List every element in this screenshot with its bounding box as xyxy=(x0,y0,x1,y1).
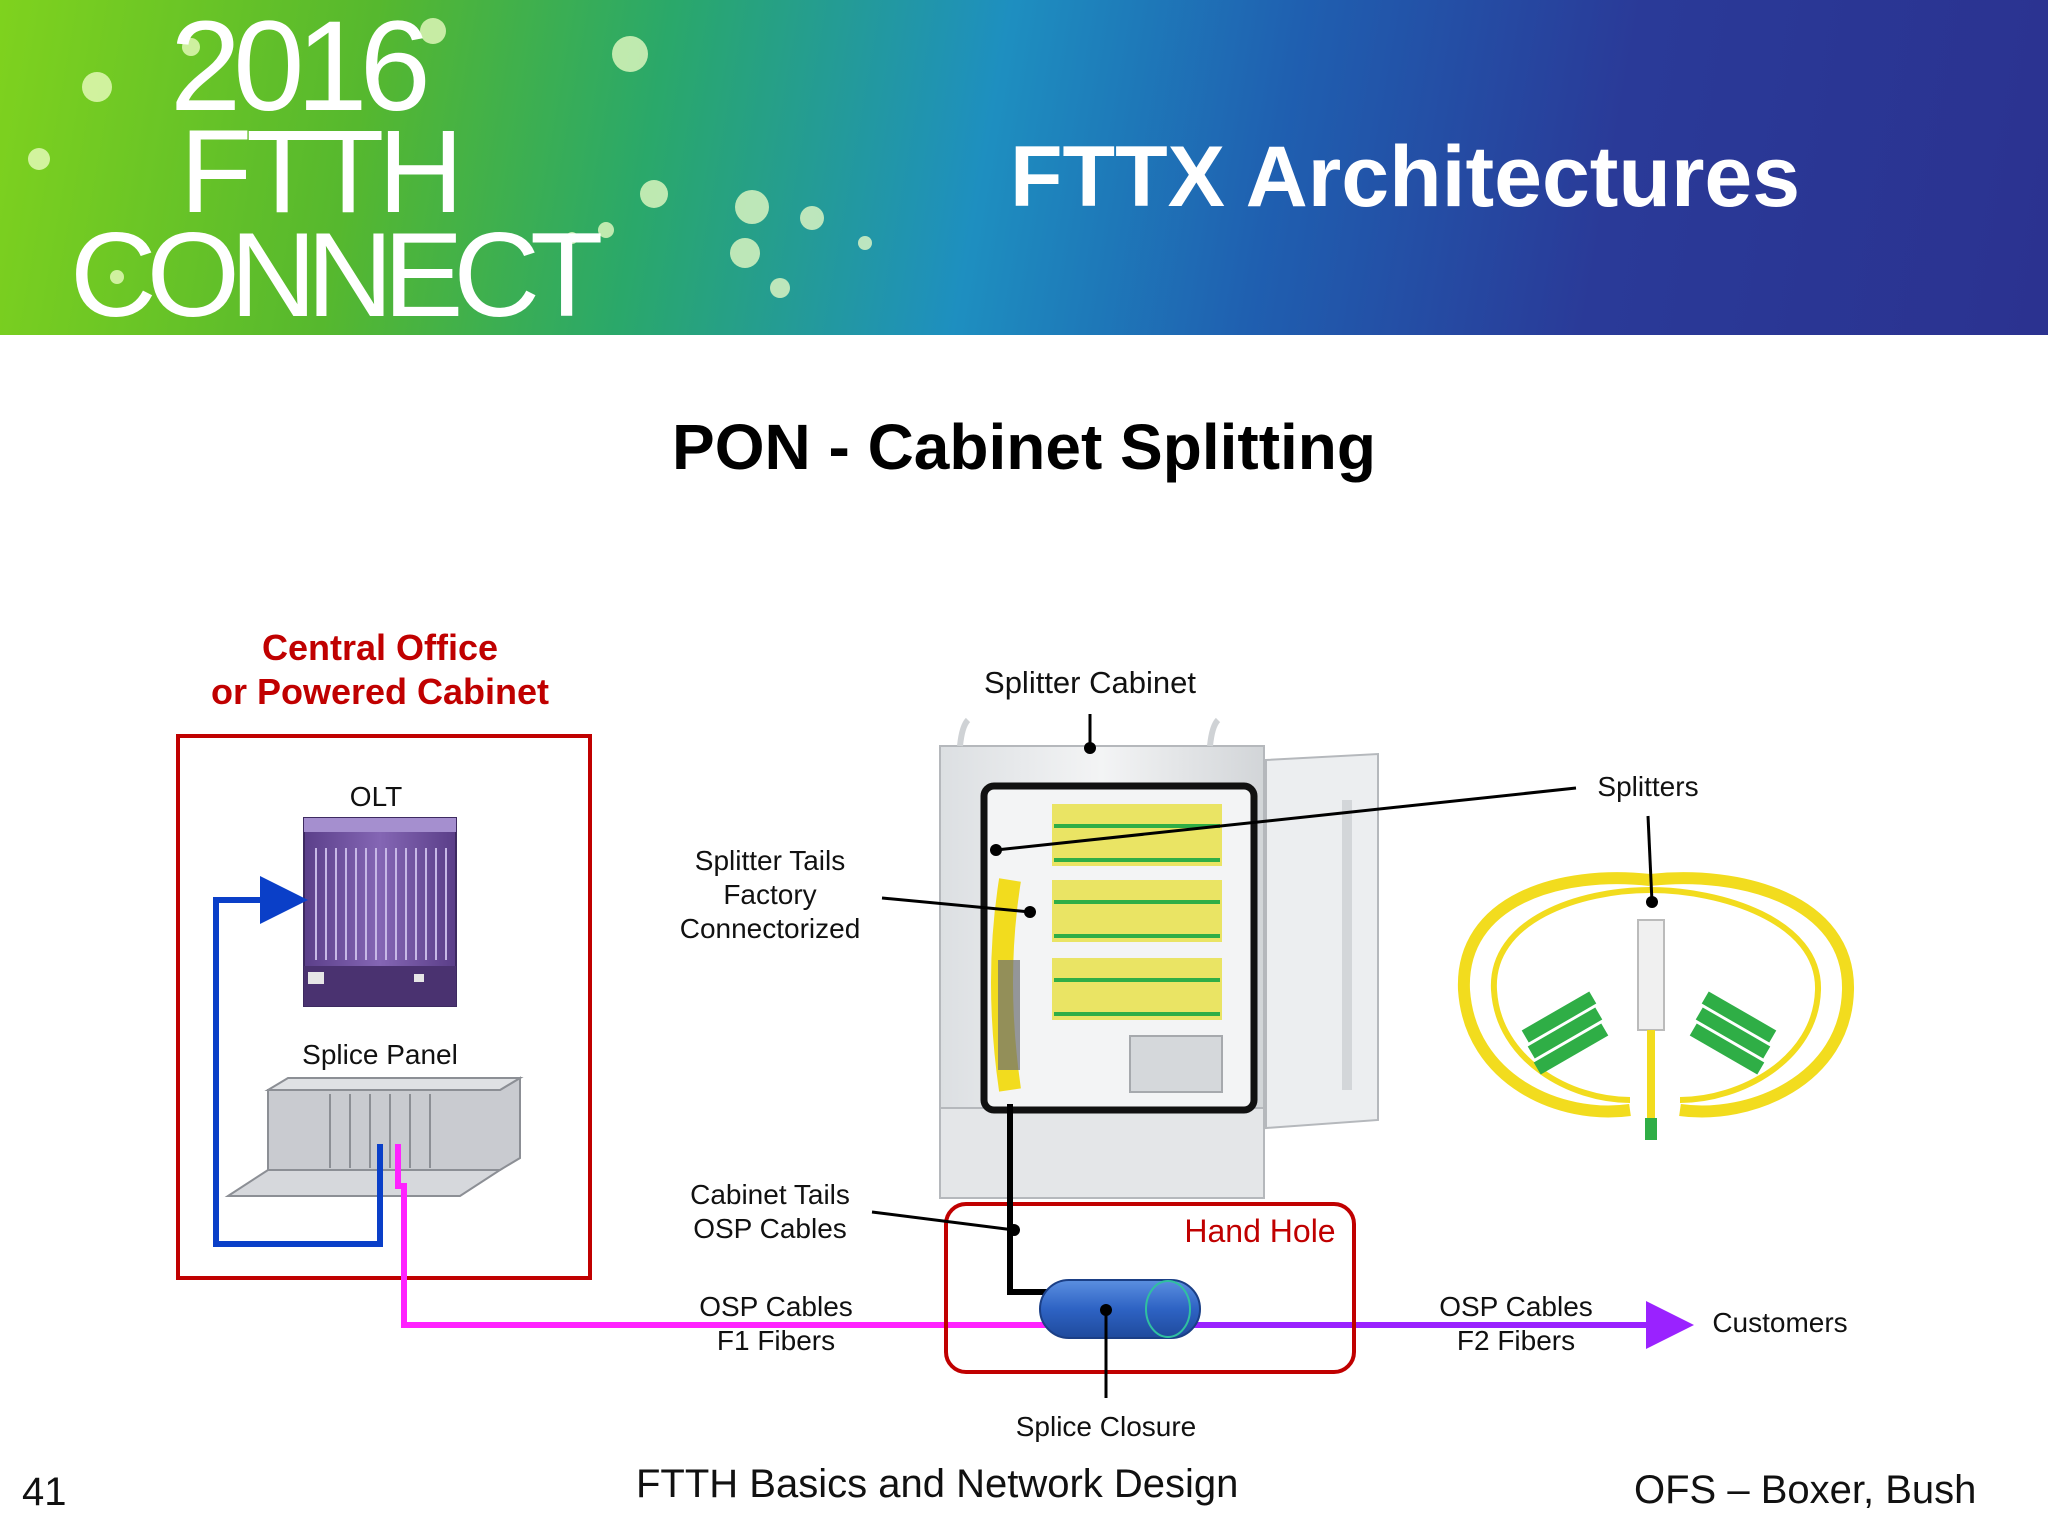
leader-dot xyxy=(990,844,1002,856)
bokeh-light xyxy=(110,270,124,284)
splitter-trays xyxy=(1052,804,1223,1093)
f2-line2: F2 Fibers xyxy=(1456,1325,1576,1357)
splitter-tails-line3: Connectorized xyxy=(679,913,861,945)
bokeh-light xyxy=(735,190,769,224)
splitter-tails-label: Splitter Tails Factory Connectorized xyxy=(660,844,880,946)
splitter-tails-line1: Splitter Tails xyxy=(694,845,846,876)
splice-closure-label: Splice Closure xyxy=(1015,1411,1197,1442)
ftth-connect-logo: 2016 FTTH CONNECT xyxy=(70,0,603,335)
leader-dot xyxy=(1100,1304,1112,1316)
cabinet-tails-line1: Cabinet Tails xyxy=(690,1179,850,1210)
leader-dot xyxy=(1008,1224,1020,1236)
f1-line2: F1 Fibers xyxy=(716,1325,836,1357)
cabinet-tails-label: Cabinet Tails OSP Cables xyxy=(660,1178,880,1246)
central-office-title-line2: or Powered Cabinet xyxy=(210,670,550,712)
bokeh-light xyxy=(612,36,648,72)
bokeh-light xyxy=(566,232,578,244)
splice-panel-device xyxy=(224,1076,524,1197)
f2-line1: OSP Cables xyxy=(1439,1291,1593,1322)
leader-cabinet-tails xyxy=(871,1210,1015,1232)
bokeh-light xyxy=(800,206,824,230)
bokeh-light xyxy=(640,180,668,208)
splitter-cabinet-image xyxy=(939,717,1379,1199)
splitters-image xyxy=(1457,872,1855,1140)
hand-hole-box xyxy=(944,1202,1356,1374)
leader-splitters-to-image xyxy=(1646,815,1654,903)
cabinet-tails-line2: OSP Cables xyxy=(693,1213,847,1245)
splitter-tails-line2: Factory xyxy=(723,879,817,911)
blue-fiber-line xyxy=(213,876,383,1247)
cabinet-tails-line xyxy=(1007,1104,1048,1295)
central-office-title: Central Office or Powered Cabinet xyxy=(178,626,582,714)
bokeh-light xyxy=(770,278,790,298)
leader-dot xyxy=(1646,896,1658,908)
splice-closure xyxy=(1039,1279,1201,1339)
leader-dot xyxy=(1024,906,1036,918)
bokeh-light xyxy=(28,148,50,170)
leader-dot xyxy=(1084,742,1096,754)
leader-splitter-tails xyxy=(881,896,1031,914)
f1-line1: OSP Cables xyxy=(699,1291,853,1322)
hand-hole-label: Hand Hole xyxy=(1184,1213,1336,1249)
bokeh-light xyxy=(730,238,760,268)
customers-label: Customers xyxy=(1712,1307,1848,1338)
leader-lines xyxy=(871,714,1654,1398)
central-office-title-line1: Central Office xyxy=(261,627,499,668)
bokeh-light xyxy=(858,236,872,250)
f2-fibers-label: OSP Cables F2 Fibers xyxy=(1416,1290,1616,1358)
logo-year: 2016 xyxy=(170,0,431,138)
splice-panel-label: Splice Panel xyxy=(302,1039,458,1070)
logo-ftth: FTTH xyxy=(180,106,463,239)
leader-splitters-to-cabinet xyxy=(995,786,1577,852)
banner-title: FTTX Architectures xyxy=(1010,129,1801,225)
slide-title: PON - Cabinet Splitting xyxy=(672,411,1376,483)
f1-fibers-label: OSP Cables F1 Fibers xyxy=(676,1290,876,1358)
olt-device xyxy=(303,817,457,1007)
footer-center-text: FTTH Basics and Network Design xyxy=(636,1462,1239,1506)
bokeh-light xyxy=(182,38,200,56)
bokeh-light xyxy=(420,18,446,44)
header-banner: 2016 FTTH CONNECT FTTX Architectures xyxy=(0,0,2048,335)
logo-connect: CONNECT xyxy=(70,207,603,335)
bokeh-light xyxy=(598,222,614,238)
footer-author: OFS – Boxer, Bush xyxy=(1634,1468,1977,1512)
olt-label: OLT xyxy=(349,781,403,812)
f1-fiber-line xyxy=(395,1144,1048,1328)
splitters-label: Splitters xyxy=(1597,771,1699,802)
page-number: 41 xyxy=(22,1470,67,1514)
bokeh-light xyxy=(82,72,112,102)
central-office-box xyxy=(176,734,592,1280)
splitter-cabinet-label: Splitter Cabinet xyxy=(984,665,1196,700)
